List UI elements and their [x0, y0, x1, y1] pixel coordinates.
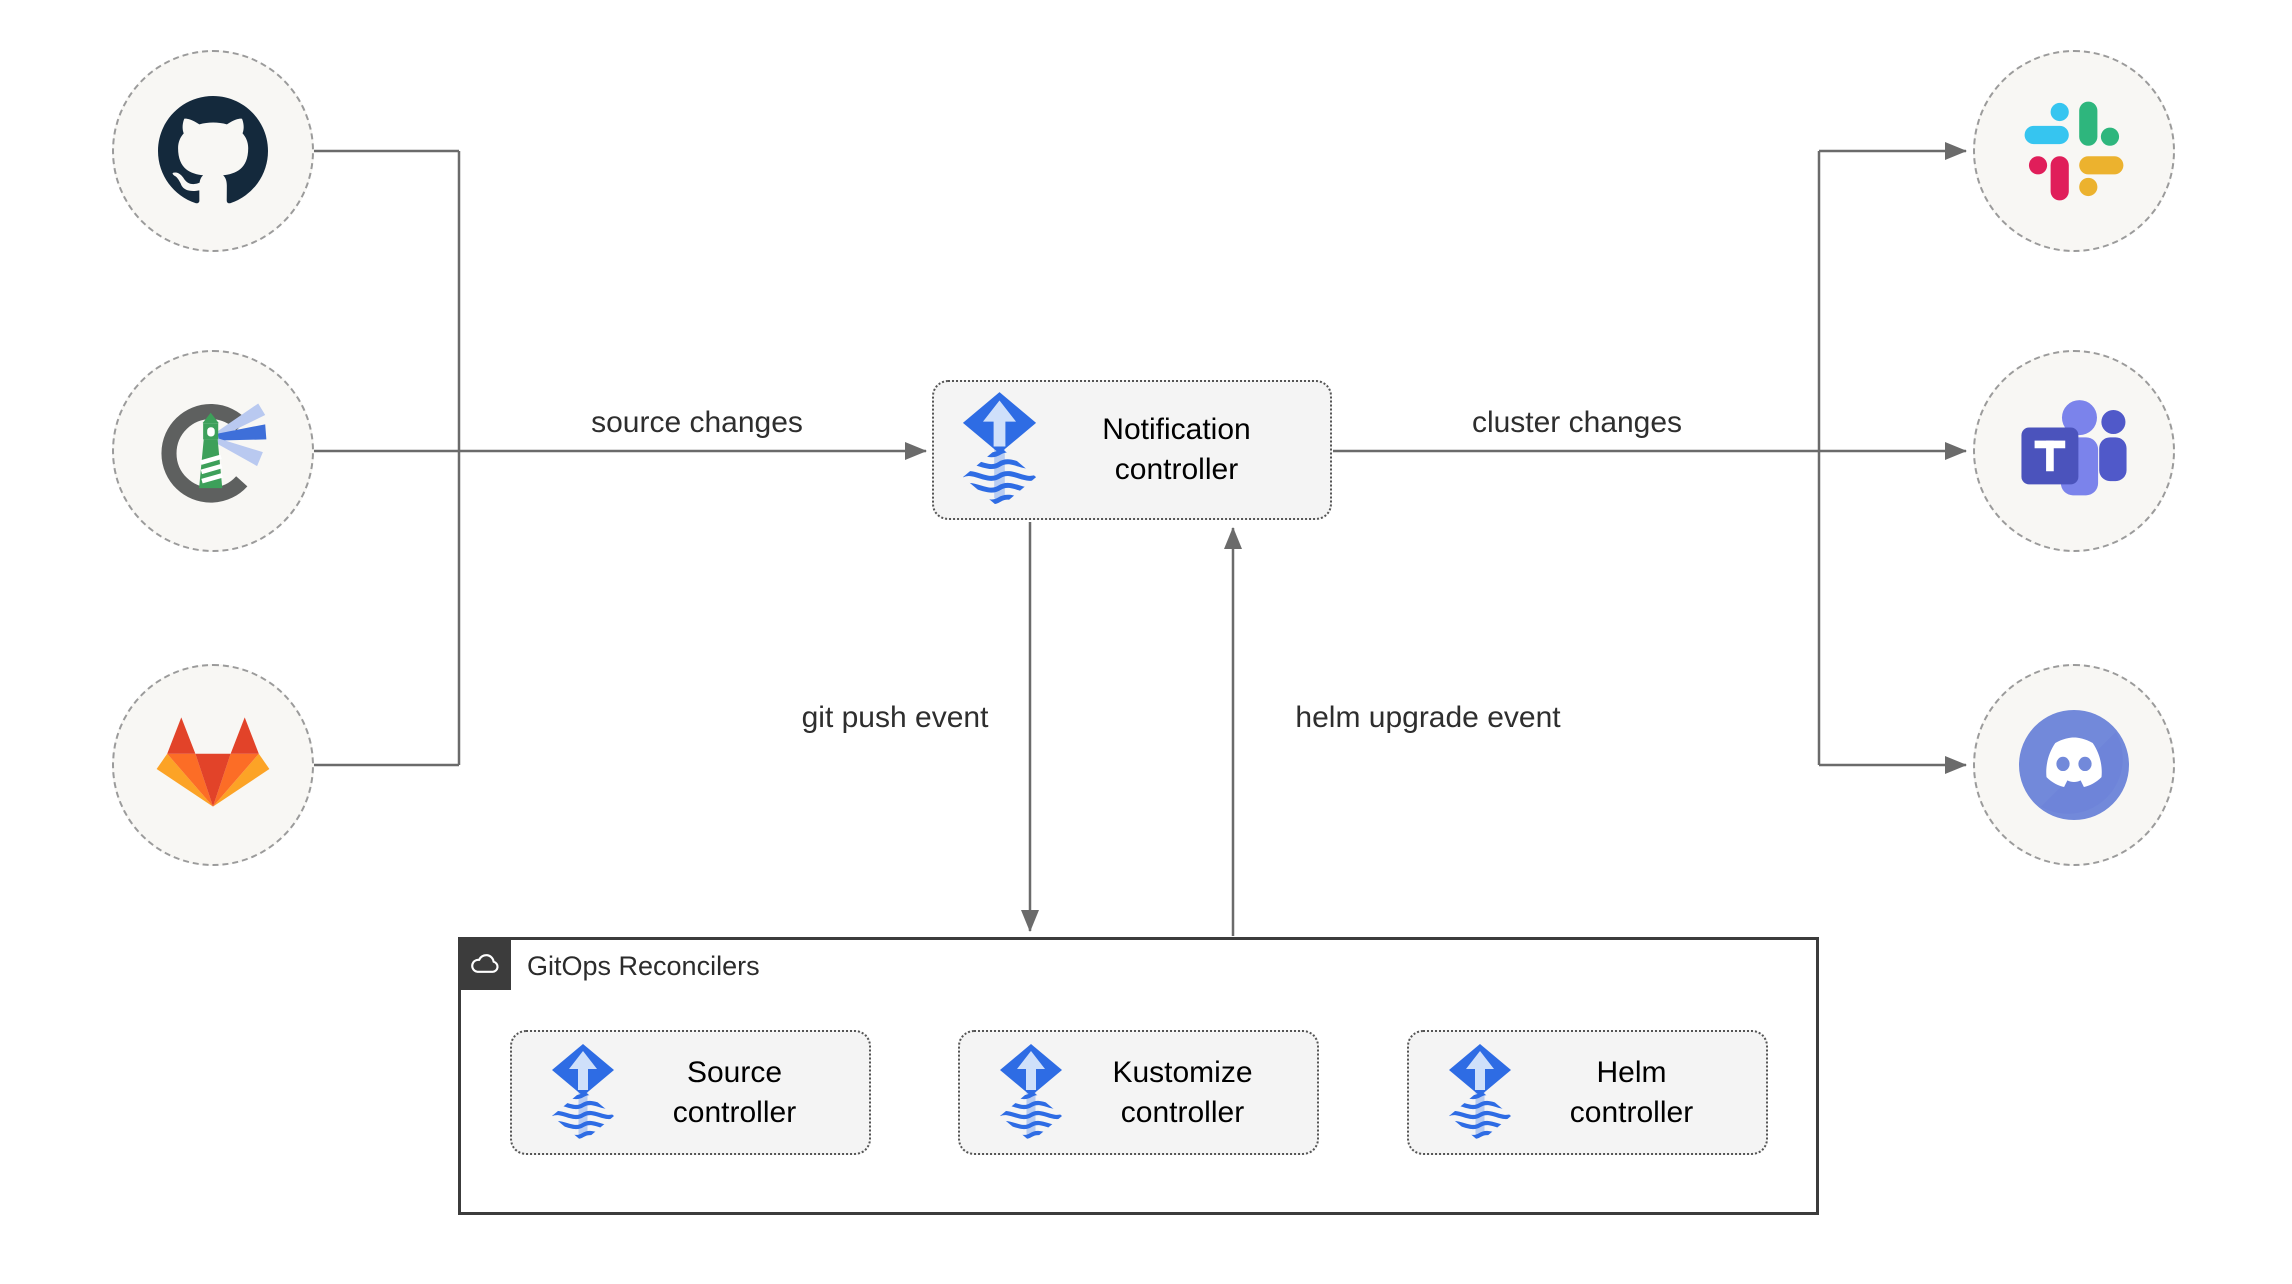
container-label-chip — [458, 937, 511, 990]
flux-icon — [996, 1043, 1066, 1143]
flux-icon — [1445, 1043, 1515, 1143]
kustomize-controller-label: Kustomize controller — [1112, 1055, 1253, 1129]
edge-label-cluster-changes: cluster changes — [1471, 406, 1683, 439]
flux-icon — [548, 1043, 618, 1143]
notification-controller-label: Notification controller — [1102, 413, 1251, 486]
flux-icon — [958, 391, 1041, 509]
node-kustomize-controller: Kustomize controller — [958, 1030, 1319, 1155]
source-controller-label: Source controller — [672, 1055, 797, 1129]
teams-icon — [2018, 399, 2130, 503]
edge-label-helm-upgrade-event: helm upgrade event — [1295, 701, 1561, 734]
github-icon — [158, 96, 268, 206]
container-title: GitOps Reconcilers — [527, 951, 760, 981]
node-teams — [1973, 350, 2175, 552]
gitops-reconcilers-container: GitOps Reconcilers Sou — [458, 937, 1819, 1215]
edge-label-source-changes: source changes — [591, 406, 803, 439]
edge-label-git-push-event: git push event — [801, 701, 989, 734]
helm-controller-label: Helm controller — [1569, 1055, 1694, 1129]
node-harbor — [112, 350, 314, 552]
cloud-icon — [468, 952, 502, 976]
slack-icon — [2022, 99, 2126, 203]
node-github — [112, 50, 314, 252]
node-gitlab — [112, 664, 314, 866]
node-notification-controller: Notification controller — [932, 380, 1332, 520]
harbor-icon — [155, 393, 271, 509]
gitlab-icon — [154, 715, 272, 816]
discord-icon — [2019, 710, 2129, 820]
node-helm-controller: Helm controller — [1407, 1030, 1768, 1155]
node-source-controller: Source controller — [510, 1030, 871, 1155]
node-discord — [1973, 664, 2175, 866]
node-slack — [1973, 50, 2175, 252]
